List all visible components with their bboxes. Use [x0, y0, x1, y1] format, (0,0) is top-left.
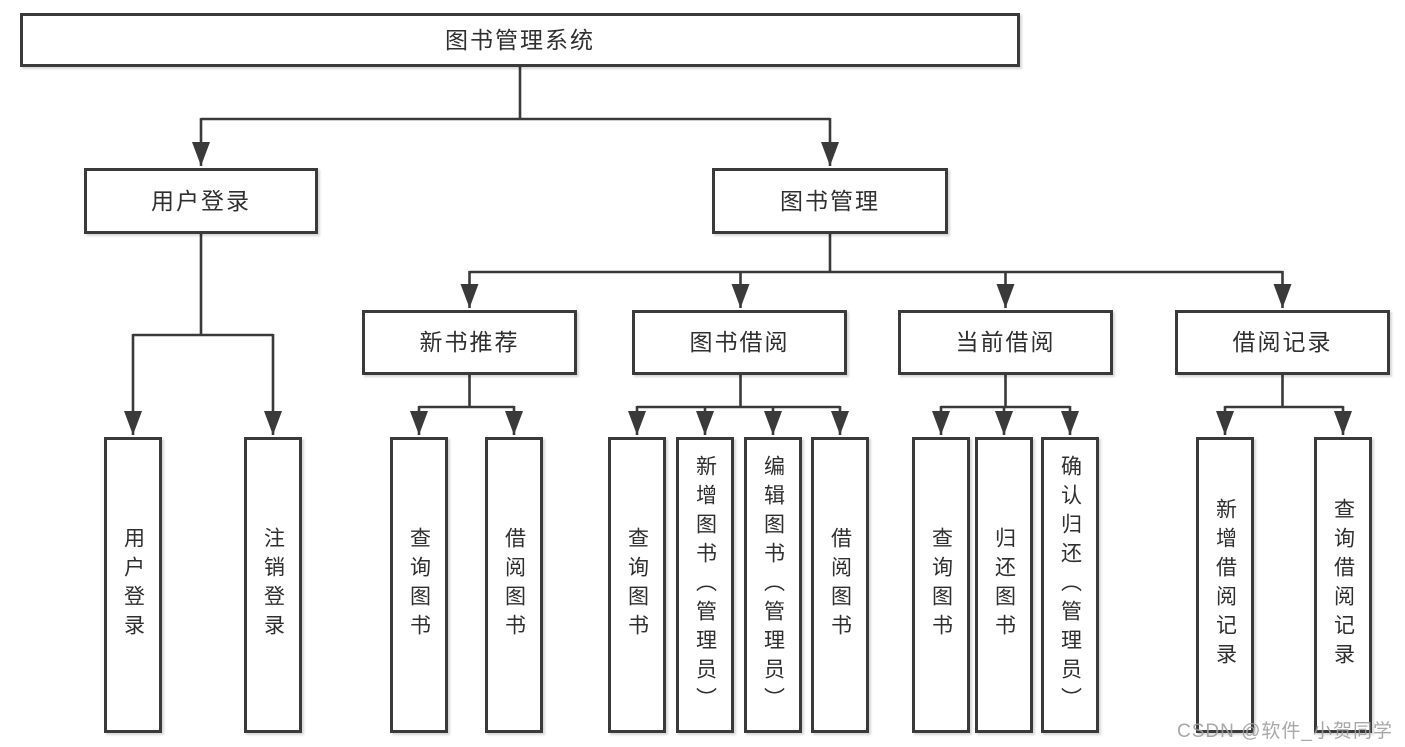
node-current-borrow: 当前借阅 [898, 310, 1113, 375]
leaf-borrow-books-1: 借阅图书 [485, 437, 543, 733]
leaf-label: 注销登录 [261, 527, 285, 643]
leaf-label: 借阅图书 [502, 527, 526, 643]
leaf-label: 查询图书 [625, 527, 649, 643]
node-user-login: 用户登录 [84, 168, 318, 234]
leaf-label: 新增图书（管理员） [693, 454, 717, 716]
node-label: 当前借阅 [955, 329, 1056, 355]
node-label: 图书管理系统 [445, 26, 595, 53]
leaf-query-borrow-record: 查询借阅记录 [1314, 437, 1372, 733]
leaf-label: 新增借阅记录 [1213, 498, 1237, 672]
leaf-query-books-3: 查询图书 [912, 437, 970, 733]
leaf-add-books-admin: 新增图书（管理员） [676, 437, 734, 733]
leaf-label: 编辑图书（管理员） [761, 454, 785, 716]
leaf-label: 查询借阅记录 [1331, 498, 1355, 672]
leaf-label: 归还图书 [992, 527, 1016, 643]
csdn-watermark: CSDN @软件_小贺同学 [1177, 721, 1393, 742]
node-label: 图书借阅 [689, 329, 790, 355]
leaf-label: 查询图书 [407, 527, 431, 643]
leaf-query-books-2: 查询图书 [608, 437, 666, 733]
leaf-add-borrow-record: 新增借阅记录 [1196, 437, 1254, 733]
leaf-edit-books-admin: 编辑图书（管理员） [744, 437, 802, 733]
leaf-user-login: 用户登录 [104, 437, 162, 733]
leaf-logout: 注销登录 [244, 437, 302, 733]
leaf-return-books: 归还图书 [975, 437, 1033, 733]
node-label: 借阅记录 [1232, 329, 1333, 355]
node-book-borrow: 图书借阅 [632, 310, 847, 375]
leaf-confirm-return-admin: 确认归还（管理员） [1041, 437, 1099, 733]
leaf-borrow-books-2: 借阅图书 [811, 437, 869, 733]
leaf-label: 确认归还（管理员） [1058, 454, 1082, 716]
node-label: 新书推荐 [419, 329, 520, 355]
node-borrow-records: 借阅记录 [1175, 310, 1390, 375]
node-label: 图书管理 [780, 187, 880, 214]
leaf-label: 查询图书 [929, 527, 953, 643]
node-book-management: 图书管理 [712, 168, 948, 234]
leaf-label: 用户登录 [121, 527, 145, 643]
node-system-root: 图书管理系统 [20, 13, 1020, 67]
leaf-label: 借阅图书 [828, 527, 852, 643]
node-new-book-recommend: 新书推荐 [362, 310, 577, 375]
node-label: 用户登录 [151, 187, 251, 214]
leaf-query-books-1: 查询图书 [390, 437, 448, 733]
